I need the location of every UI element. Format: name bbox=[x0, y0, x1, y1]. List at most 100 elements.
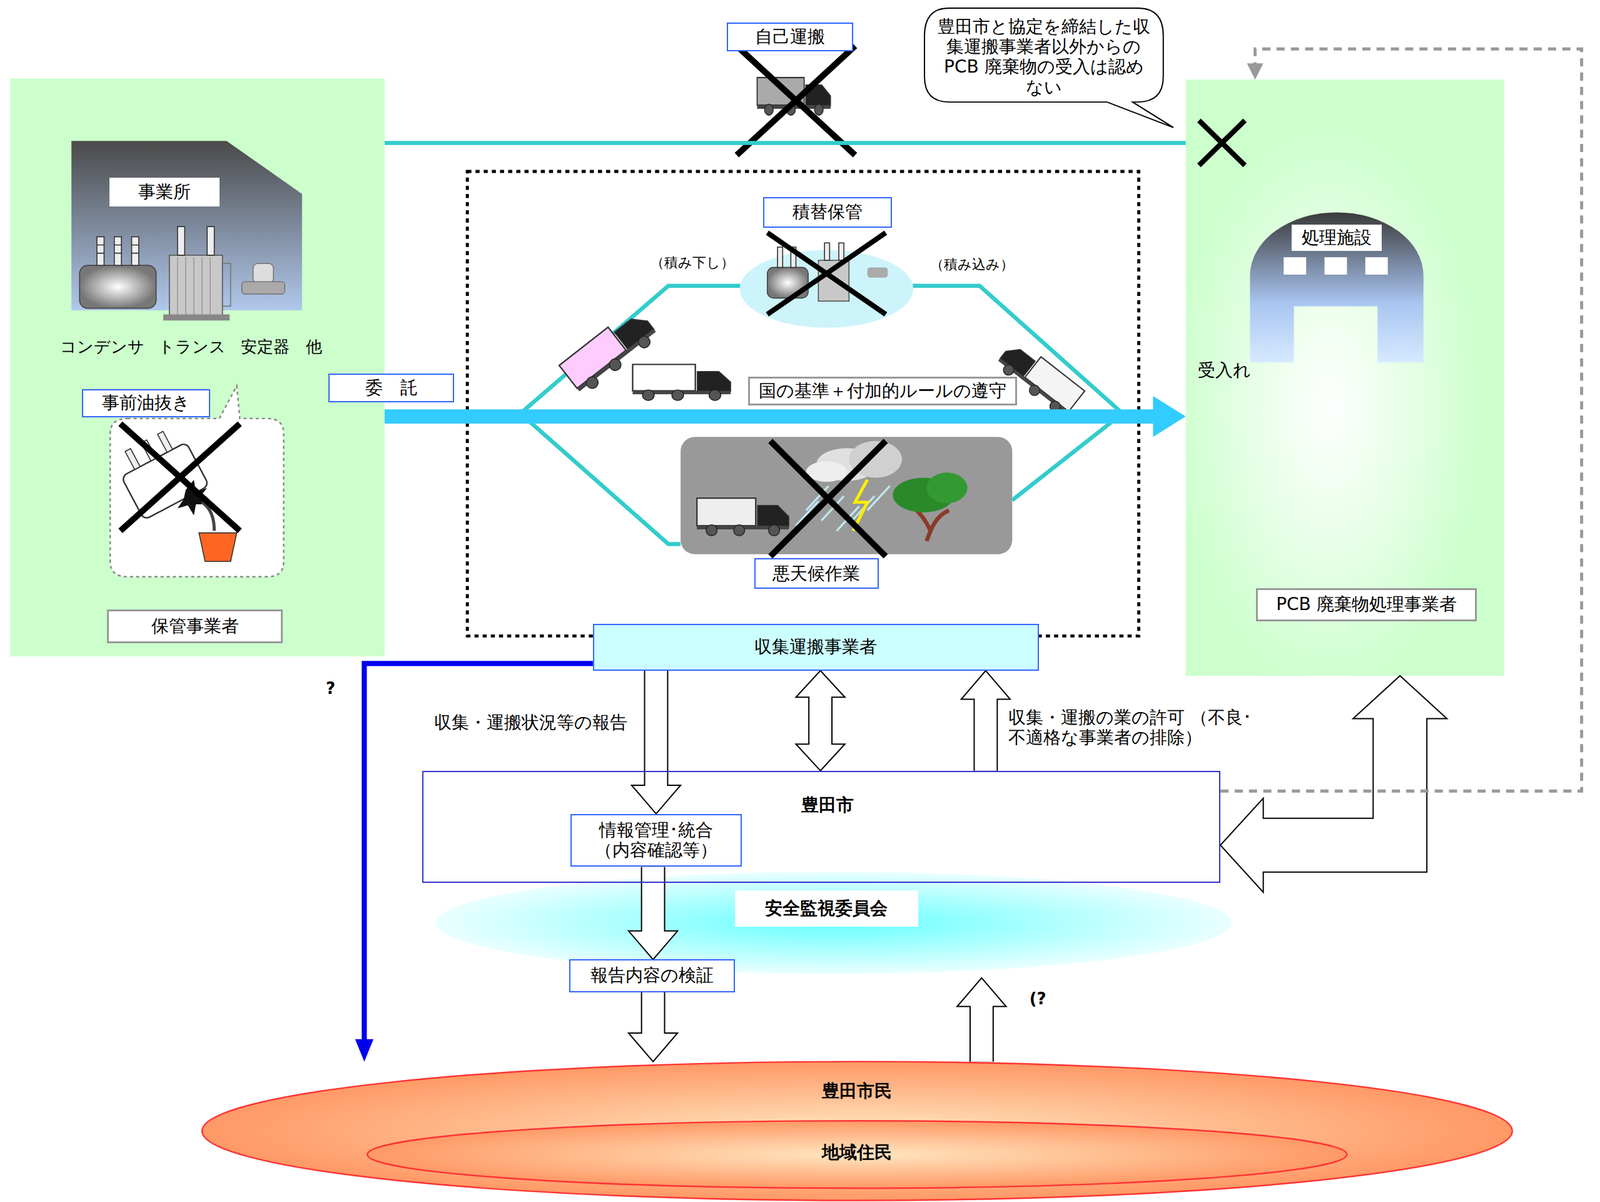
arrow-head bbox=[956, 977, 1006, 1007]
capacitor-icon bbox=[79, 265, 156, 309]
callout: 事前油抜き bbox=[81, 389, 284, 577]
node-text: 収集運搬事業者 bbox=[592, 623, 1039, 671]
panel-fill bbox=[1185, 79, 1505, 676]
label-box: 自己運搬 bbox=[726, 22, 854, 52]
speech-bubble bbox=[924, 8, 1174, 128]
node-text: 処理施設 bbox=[1291, 224, 1382, 251]
arrow-head bbox=[631, 784, 681, 814]
connector bbox=[628, 866, 678, 959]
edge-label: 委 託 bbox=[328, 373, 455, 403]
connector bbox=[631, 670, 681, 814]
capacitor-icon bbox=[96, 245, 139, 254]
transformer-icon bbox=[163, 226, 231, 321]
arrow-shaft bbox=[1220, 48, 1582, 791]
weather-box bbox=[696, 497, 789, 536]
oil-drain-icon bbox=[111, 423, 240, 562]
arrow-shaft bbox=[642, 992, 665, 1036]
transformer-icon bbox=[177, 226, 185, 256]
committee-ellipse bbox=[435, 871, 1232, 974]
truck-icon bbox=[632, 364, 731, 401]
route-line bbox=[520, 413, 681, 545]
ballast-icon bbox=[253, 263, 274, 284]
arrow-shaft bbox=[642, 866, 665, 934]
committee-ellipse: 安全監視委員会 bbox=[436, 875, 1233, 978]
region: 収集運搬事業者 積替保管国の基準＋付加的ルールの遵守悪天候作業 bbox=[467, 171, 1139, 671]
speech-bubble bbox=[924, 8, 1174, 128]
transfer-storage-icon bbox=[838, 242, 844, 261]
arrow-shaft bbox=[384, 140, 1186, 146]
arrow-head bbox=[355, 1038, 374, 1062]
transformer-icon bbox=[177, 257, 211, 314]
weather-box bbox=[770, 440, 886, 557]
facility-building bbox=[1324, 257, 1348, 275]
arrow-head bbox=[628, 1032, 678, 1062]
illustration bbox=[10, 8, 1512, 1200]
node-text: 国の基準＋付加的ルールの遵守 bbox=[748, 376, 1018, 406]
node-text: 積替保管 bbox=[763, 197, 892, 228]
node-text: 保管事業者 bbox=[106, 609, 283, 644]
arrow-head bbox=[795, 743, 845, 770]
ballast-icon bbox=[242, 263, 286, 294]
weather-box bbox=[680, 436, 1013, 555]
self-transport-icon bbox=[1199, 120, 1245, 166]
weather-box: 悪天候作業 bbox=[680, 436, 1013, 590]
annotation-label: (? bbox=[1022, 985, 1054, 1013]
region-outline bbox=[467, 171, 1139, 636]
annotation-label: ? bbox=[320, 675, 341, 702]
facility-building bbox=[1249, 212, 1423, 363]
citizen-ellipse: 豊田市民地域住民 bbox=[200, 1061, 1512, 1202]
capacitor-icon bbox=[131, 236, 139, 266]
connector bbox=[1220, 675, 1447, 892]
node-text: 悪天候作業 bbox=[754, 557, 879, 589]
transfer-storage-icon bbox=[739, 232, 914, 328]
oil-drain-icon bbox=[198, 532, 237, 562]
annotation-label: 受入れ bbox=[1191, 357, 1258, 384]
arrow-outline bbox=[641, 992, 666, 1036]
region-outline bbox=[467, 171, 1139, 636]
connector bbox=[961, 670, 1011, 771]
arrow-shaft bbox=[1259, 714, 1400, 846]
transformer-icon bbox=[207, 226, 214, 256]
edge-label: 収集・運搬状況等の報告 bbox=[427, 708, 634, 737]
node-text: 地域住民 bbox=[754, 1136, 959, 1168]
transfer-storage-icon bbox=[777, 247, 783, 268]
transfer-storage-icon bbox=[739, 250, 914, 328]
node-text: PCB 廃棄物処理事業者 bbox=[1255, 587, 1477, 622]
arrow-outline bbox=[1259, 714, 1400, 846]
capacitor-icon bbox=[96, 236, 104, 266]
facility: 処理施設 bbox=[1249, 208, 1423, 363]
node-text: 事業所 bbox=[109, 177, 220, 207]
capacitor-icon bbox=[79, 236, 156, 308]
transformer-icon bbox=[169, 255, 223, 317]
connector bbox=[956, 977, 1006, 1062]
annotation-label: （積み込み） bbox=[930, 253, 1014, 276]
facility-building bbox=[1283, 257, 1307, 275]
transfer-storage-icon bbox=[824, 242, 830, 261]
node-text: 事前油抜き bbox=[81, 389, 211, 418]
self-transport-icon bbox=[736, 45, 856, 156]
arrow-shaft bbox=[970, 1003, 993, 1062]
connector bbox=[628, 992, 678, 1062]
annotation-label: （積み下し） bbox=[650, 250, 735, 274]
speech-bubble: 豊田市と協定を締結した収集運搬事業者以外からの PCB 廃棄物の受入は認めない bbox=[924, 8, 1164, 106]
arrow-outline bbox=[969, 1003, 994, 1062]
arrow-head bbox=[1220, 798, 1264, 892]
city-box: 豊田市情報管理･統合 （内容確認等） bbox=[422, 770, 1221, 883]
arrow-outline bbox=[808, 694, 833, 747]
panel-fill bbox=[10, 78, 385, 657]
process-box: 情報管理･統合 （内容確認等） bbox=[570, 813, 742, 867]
arrow-shaft bbox=[809, 694, 832, 747]
resident-ellipse: 地域住民 bbox=[367, 1120, 1347, 1188]
node-text: 安全監視委員会 bbox=[734, 890, 919, 927]
rule-box: 国の基準＋付加的ルールの遵守 bbox=[748, 376, 1018, 406]
oil-drain-icon bbox=[125, 448, 141, 470]
transfer-storage-icon bbox=[767, 232, 886, 315]
arrow-head bbox=[961, 670, 1011, 700]
transfer-storage-icon bbox=[867, 267, 889, 278]
edge-label: 収集・運搬の業の許可 （不良･不適格な事業者の排除） bbox=[1008, 704, 1284, 752]
citizen-ellipse bbox=[202, 1061, 1513, 1201]
node-text: 情報管理･統合 （内容確認等） bbox=[570, 813, 742, 867]
route-line bbox=[1012, 413, 1123, 501]
annotation-label: 安定器 他 bbox=[240, 334, 323, 360]
